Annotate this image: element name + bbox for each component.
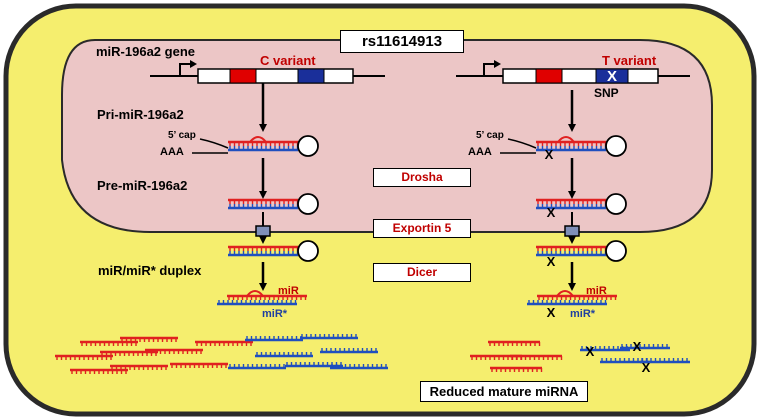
- cap-label-left: 5’ cap: [168, 130, 196, 141]
- export-hairpin-right: [536, 240, 627, 262]
- mir-star-label-right: miR*: [570, 308, 596, 320]
- polya-label-right: AAA: [468, 146, 492, 158]
- title-box: rs11614913: [340, 30, 464, 53]
- mature-red-right-3: [510, 354, 563, 360]
- cap-label-right: 5’ cap: [476, 130, 504, 141]
- pri-hairpin-right: [536, 135, 627, 157]
- promoter-arrow-left: [179, 63, 193, 76]
- mature-red-6: [70, 368, 128, 374]
- mature-red-7: [110, 364, 168, 370]
- export-hairpin-left: [228, 240, 319, 262]
- mature-red-1: [80, 340, 138, 346]
- promoter-arrow-right: [483, 63, 497, 76]
- pri-leaders: [192, 138, 537, 154]
- mutation-x-pool-3: X: [642, 360, 651, 375]
- mutation-x-duplex: X: [547, 305, 556, 320]
- duplex-right: [527, 290, 617, 306]
- mature-mirna-pool: [55, 334, 690, 374]
- drosha-box: Drosha: [373, 168, 471, 187]
- pri-hairpin-left: [228, 135, 319, 157]
- mature-blue-6: [285, 362, 343, 368]
- gene-t-variant: X: [456, 60, 690, 85]
- mir-label-left: miR: [278, 285, 299, 297]
- pri-label: Pri-miR-196a2: [97, 107, 184, 122]
- exportin-left: [255, 212, 271, 244]
- mutation-x-pool-1: X: [586, 344, 595, 359]
- mutation-marks: X X X X X X X: [545, 147, 651, 375]
- mature-blue-right-2: [620, 344, 670, 350]
- snp-cross: X: [607, 68, 617, 85]
- t-variant-label: T variant: [602, 53, 657, 68]
- mature-red-right-4: [490, 366, 543, 372]
- mutation-x-export: X: [547, 254, 556, 269]
- mutation-x-pri: X: [545, 147, 554, 162]
- nucleus: [61, 39, 713, 233]
- mature-blue-1: [245, 336, 303, 342]
- mature-blue-5: [228, 364, 286, 370]
- mature-blue-2: [300, 334, 358, 340]
- c-variant-label: C variant: [260, 53, 316, 68]
- hairpins: [228, 135, 627, 262]
- pre-label: Pre-miR-196a2: [97, 178, 188, 193]
- exportin-box: Exportin 5: [373, 219, 471, 238]
- mature-red-3: [55, 354, 113, 360]
- gene-c-variant: [150, 60, 385, 84]
- mutation-x-pool-2: X: [633, 339, 642, 354]
- mature-red-9: [195, 340, 253, 346]
- mature-blue-right-4: [640, 358, 690, 364]
- mature-red-5: [145, 348, 203, 354]
- polya-label-left: AAA: [160, 146, 184, 158]
- reduced-box: Reduced mature miRNA: [420, 381, 588, 402]
- gene-label: miR-196a2 gene: [96, 44, 195, 59]
- mature-blue-4: [320, 348, 378, 354]
- mature-blue-3: [255, 352, 313, 358]
- snp-label: SNP: [594, 86, 619, 100]
- duplex-left: [217, 290, 307, 306]
- dicer-box: Dicer: [373, 263, 471, 282]
- duplex-label: miR/miR* duplex: [98, 263, 202, 278]
- mutation-x-pre: X: [547, 205, 556, 220]
- mature-red-right-1: [488, 340, 541, 346]
- mature-blue-7: [330, 364, 388, 370]
- mature-red-8: [170, 362, 228, 368]
- exportin-right: [564, 212, 580, 244]
- duplexes: [217, 290, 617, 306]
- mir-label-right: miR: [586, 285, 607, 297]
- mir-star-label-left: miR*: [262, 308, 288, 320]
- pre-hairpin-right: [536, 193, 627, 215]
- pre-hairpin-left: [228, 193, 319, 215]
- mature-red-2: [120, 336, 178, 342]
